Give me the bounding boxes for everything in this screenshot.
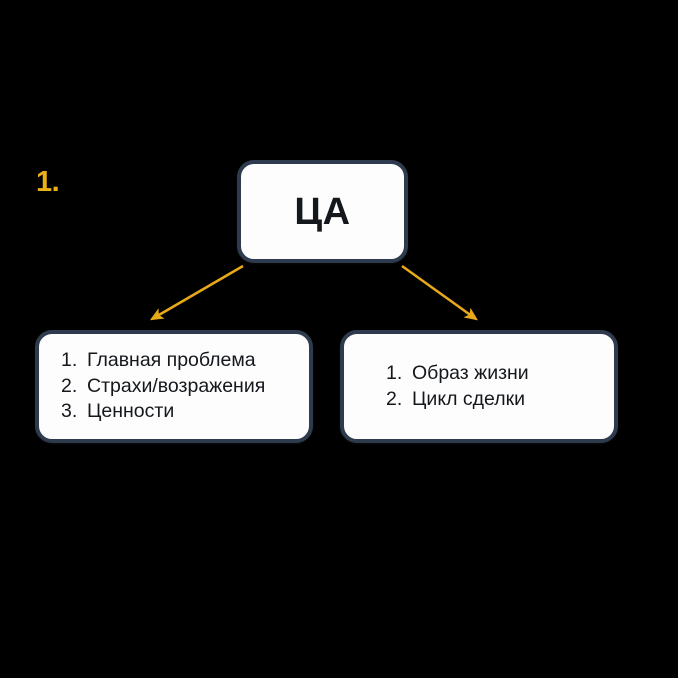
list-item-text: Главная проблема bbox=[87, 348, 256, 371]
list-item-text: Страхи/возражения bbox=[87, 374, 266, 397]
node-root-target-audience[interactable]: ЦА bbox=[237, 160, 408, 263]
list-item-text: Ценности bbox=[87, 400, 175, 423]
arrow-root-to-right bbox=[401, 264, 478, 321]
list-item-number: 2. bbox=[61, 374, 78, 397]
list-item: 2. Цикл сделки bbox=[386, 387, 529, 413]
list-item-number: 1. bbox=[61, 348, 78, 371]
node-branch-left-list: 1. Главная проблема 2. Страхи/возражения… bbox=[61, 348, 265, 426]
list-item-text: Образ жизни bbox=[412, 361, 529, 384]
arrow-root-to-left bbox=[149, 264, 244, 321]
step-number-label: 1. bbox=[36, 166, 60, 198]
list-item-text: Цикл сделки bbox=[412, 387, 525, 410]
node-branch-right[interactable]: 1. Образ жизни 2. Цикл сделки bbox=[340, 330, 618, 443]
node-root-title: ЦА bbox=[294, 190, 351, 233]
list-item: 3. Ценности bbox=[61, 399, 265, 425]
list-item: 1. Образ жизни bbox=[386, 361, 529, 387]
list-item: 1. Главная проблема bbox=[61, 348, 265, 374]
list-item: 2. Страхи/возражения bbox=[61, 374, 265, 400]
list-item-number: 3. bbox=[61, 400, 78, 423]
node-branch-left[interactable]: 1. Главная проблема 2. Страхи/возражения… bbox=[35, 330, 313, 443]
node-branch-right-list: 1. Образ жизни 2. Цикл сделки bbox=[386, 361, 529, 413]
list-item-number: 1. bbox=[386, 361, 403, 384]
list-item-number: 2. bbox=[386, 387, 403, 410]
